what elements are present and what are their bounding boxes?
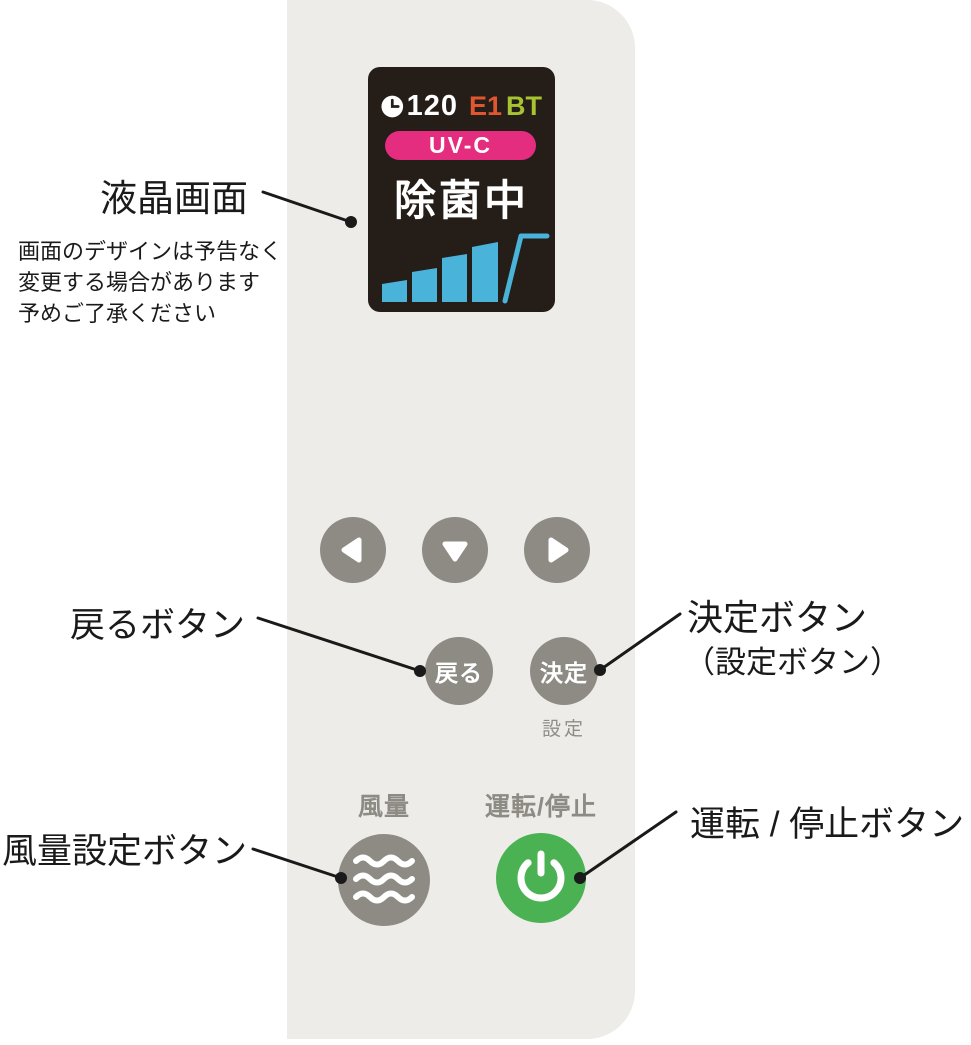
lcd-note-line: 変更する場合があります xyxy=(18,270,261,295)
arrow-left-button[interactable] xyxy=(320,517,386,583)
power-icon xyxy=(517,850,565,902)
left-triangle-icon xyxy=(341,537,362,563)
timer-clock-icon xyxy=(381,95,404,117)
back-button[interactable]: 戻る xyxy=(425,637,493,705)
fan-callout-label: 風量設定ボタン xyxy=(2,832,248,871)
fan-speed-button[interactable] xyxy=(338,834,430,926)
enter-button-label: 決定 xyxy=(540,660,588,686)
down-triangle-icon xyxy=(442,541,468,562)
enter-callout-sublabel: （設定ボタン） xyxy=(684,645,901,680)
timer-value: 120 xyxy=(406,89,458,122)
back-button-label: 戻る xyxy=(435,660,483,686)
lcd-note: 画面のデザインは予告なく 変更する場合があります 予めご了承ください xyxy=(18,236,282,329)
lcd-note-line: 画面のデザインは予告なく xyxy=(18,239,283,264)
power-button-title: 運転/停止 xyxy=(485,793,597,821)
enter-button[interactable]: 決定 xyxy=(530,637,598,705)
bluetooth-indicator: BT xyxy=(506,90,542,121)
enter-button-sublabel: 設定 xyxy=(541,719,586,740)
power-button[interactable] xyxy=(496,833,586,923)
arrow-right-button[interactable] xyxy=(524,517,590,583)
lcd-callout-label: 液晶画面 xyxy=(100,178,248,219)
fan-level-bars-icon xyxy=(382,233,550,304)
lcd-status-row: 120 E1 BT xyxy=(381,89,542,122)
mode-badge: UV-C xyxy=(385,131,536,160)
airflow-waves-icon xyxy=(353,854,415,904)
right-triangle-icon xyxy=(548,537,569,563)
enter-callout-label: 決定ボタン xyxy=(687,597,868,638)
error-code: E1 xyxy=(468,90,502,121)
arrow-down-button[interactable] xyxy=(422,517,488,583)
fan-button-title: 風量 xyxy=(357,793,410,821)
power-callout-label: 運転 / 停止ボタン xyxy=(690,805,965,844)
lcd-screen: 120 E1 BT UV-C 除菌中 xyxy=(368,67,555,312)
lcd-status-text: 除菌中 xyxy=(393,177,529,224)
lcd-note-line: 予めご了承ください xyxy=(18,301,217,326)
back-callout-label: 戻るボタン xyxy=(70,606,246,645)
